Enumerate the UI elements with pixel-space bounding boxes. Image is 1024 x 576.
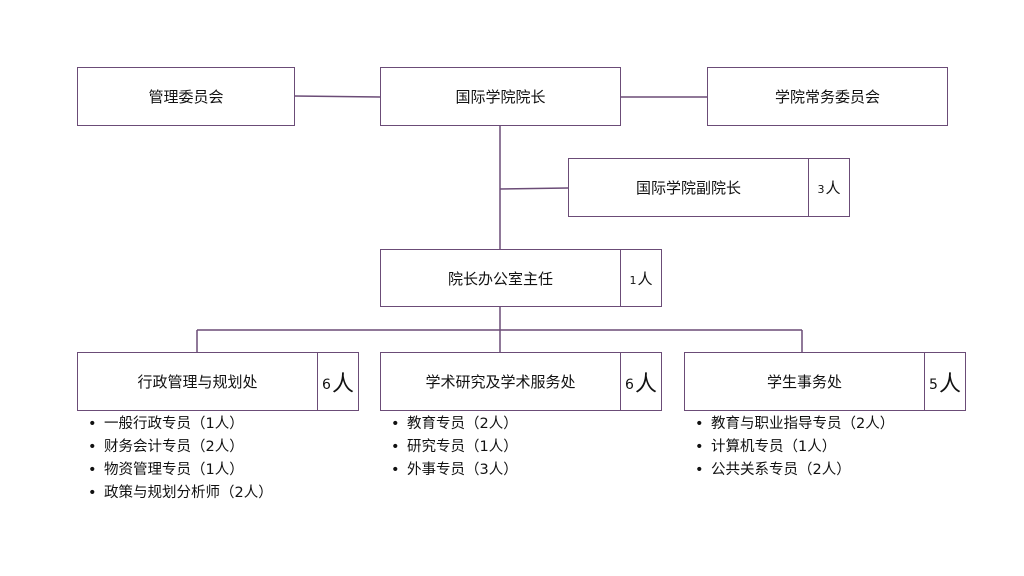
department-count-unit-student: 人 [938, 371, 961, 397]
staff-item: 政策与规划分析师（2人） [80, 482, 273, 505]
department-label-admin: 行政管理与规划处 [137, 373, 258, 391]
department-box-academic: 学术研究及学术服务处 [380, 352, 621, 411]
staff-item: 财务会计专员（2人） [80, 436, 273, 459]
department-box-admin: 行政管理与规划处 [77, 352, 318, 411]
dean-label: 国际学院院长 [455, 88, 546, 106]
staff-item: 公共关系专员（2人） [687, 459, 894, 482]
department-count-academic: 6 [625, 376, 634, 393]
department-label-academic: 学术研究及学术服务处 [425, 373, 576, 391]
vice-dean-count-unit: 人 [825, 179, 841, 197]
department-count-unit-admin: 人 [331, 371, 354, 397]
vice-dean-count: 3 [817, 183, 825, 196]
department-label-student: 学生事务处 [766, 373, 842, 391]
department-count-admin: 6 [322, 376, 331, 393]
department-count-unit-academic: 人 [634, 371, 657, 397]
staff-list-academic: 教育专员（2人） 研究专员（1人） 外事专员（3人） [383, 413, 518, 482]
connector-dean-vice [499, 187, 569, 190]
vice-dean-box: 国际学院副院长 [568, 158, 809, 217]
staff-list-student: 教育与职业指导专员（2人） 计算机专员（1人） 公共关系专员（2人） [687, 413, 894, 482]
staff-list-admin: 一般行政专员（1人） 财务会计专员（2人） 物资管理专员（1人） 政策与规划分析… [80, 413, 273, 505]
management-committee-label: 管理委员会 [148, 88, 224, 106]
dean-box: 国际学院院长 [380, 67, 621, 126]
staff-item: 研究专员（1人） [383, 436, 518, 459]
staff-item: 教育与职业指导专员（2人） [687, 413, 894, 436]
department-count-student: 5 [929, 376, 938, 393]
standing-committee-box: 学院常务委员会 [707, 67, 948, 126]
connector-management-dean [293, 95, 381, 98]
office-director-count: 1 [629, 273, 637, 287]
management-committee-box: 管理委员会 [77, 67, 295, 126]
vice-dean-label: 国际学院副院长 [635, 179, 741, 197]
staff-item: 一般行政专员（1人） [80, 413, 273, 436]
staff-item: 物资管理专员（1人） [80, 459, 273, 482]
staff-item: 教育专员（2人） [383, 413, 518, 436]
staff-item: 外事专员（3人） [383, 459, 518, 482]
office-director-label: 院长办公室主任 [447, 269, 553, 288]
office-director-count-unit: 人 [637, 269, 653, 288]
standing-committee-label: 学院常务委员会 [774, 88, 880, 106]
office-director-box: 院长办公室主任 [380, 249, 621, 307]
staff-item: 计算机专员（1人） [687, 436, 894, 459]
department-box-student: 学生事务处 [684, 352, 925, 411]
